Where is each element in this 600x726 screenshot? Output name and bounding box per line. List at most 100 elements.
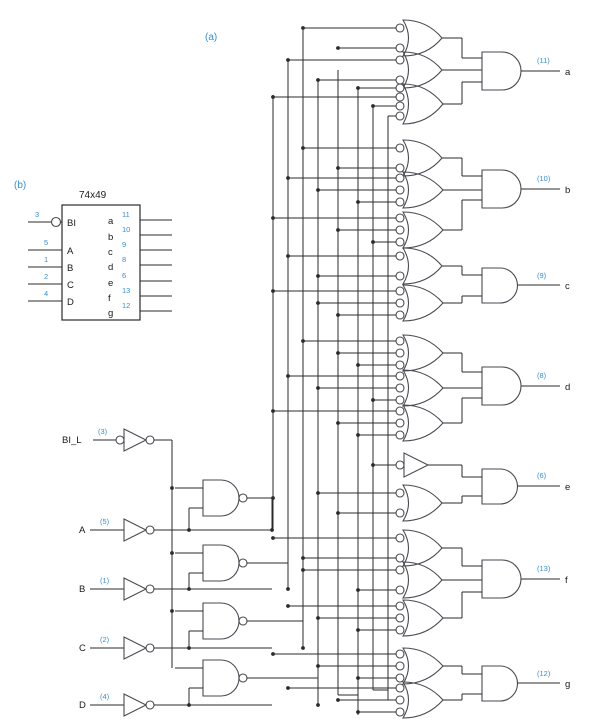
- or-input-bubble-icon-c2-3: [395, 310, 405, 320]
- or-input-bubble-icon-a3-1: [395, 83, 405, 93]
- nand-body-1: [202, 479, 240, 517]
- or-input-bubble-icon-f2-1: [395, 565, 405, 575]
- or-gate-a2: [402, 51, 443, 89]
- chip-pin-number-3: 3: [35, 210, 39, 219]
- chip-out-pin-13: 13: [122, 286, 130, 295]
- or-input-bubble-icon-c2-1: [395, 286, 405, 296]
- panel-a-label: (a): [205, 32, 217, 43]
- or-input-bubble-icon-d2-3: [395, 395, 405, 405]
- input-label-d: D: [79, 700, 86, 711]
- output-label-b: b: [565, 185, 570, 196]
- output-label-e: e: [565, 482, 570, 493]
- or-gate-f2: [402, 561, 443, 599]
- or-input-bubble-icon-g1-1: [395, 649, 405, 659]
- or-input-bubble-icon-f1-2: [395, 553, 405, 563]
- chip-port-a: A: [67, 246, 74, 257]
- nand-output-bubble-icon-3: [238, 616, 248, 626]
- or-gate-c1: [402, 247, 443, 285]
- input-buffer-b: B (1): [79, 576, 272, 601]
- output-section-f: (13) f: [273, 529, 568, 637]
- chip-body: [61, 204, 141, 321]
- input-buffer-c: C (2): [79, 635, 272, 660]
- or-input-bubble-icon-d3-2: [395, 418, 405, 428]
- inverter-triangle-b: [123, 577, 148, 601]
- inverter-output-bubble-icon-b: [145, 584, 155, 594]
- input-label-a: A: [79, 525, 86, 536]
- or-input-bubble-icon-a3-2: [395, 92, 405, 102]
- and-gate-d: [481, 366, 522, 406]
- or-gate-g2: [402, 681, 444, 719]
- chip-port-bi: BI: [67, 218, 76, 229]
- input-buffer-d: D (4): [79, 692, 272, 717]
- chip-name-label: 74x49: [79, 190, 107, 201]
- or-input-bubble-icon-a1-1: [395, 23, 405, 33]
- chip-port-d: D: [67, 297, 74, 308]
- or-input-bubble-icon-f3-2: [395, 613, 405, 623]
- or-gate-d1: [402, 334, 444, 372]
- chip-pin-number-1: 1: [44, 255, 48, 264]
- nand-gate-4: [175, 659, 318, 705]
- and-gate-g: [481, 665, 519, 702]
- nand-body-3: [202, 602, 240, 640]
- or-input-bubble-icon-a1-2: [395, 43, 405, 53]
- or-input-bubble-icon-a2-2: [395, 75, 405, 85]
- inverter-output-bubble-icon-d: [145, 700, 155, 710]
- chip-out-port-c: c: [108, 247, 113, 258]
- or-gate-a3: [402, 83, 444, 125]
- input-pin-a: (5): [100, 517, 110, 526]
- chip-out-pin-9: 9: [122, 240, 126, 249]
- inverter-triangle-c: [123, 636, 148, 660]
- nand-output-bubble-icon-1: [238, 493, 248, 503]
- or-input-bubble-icon-c2-2: [395, 298, 405, 308]
- output-pin-d: (8): [537, 371, 547, 380]
- output-section-b: (10) b: [273, 139, 570, 249]
- chip-out-port-d: d: [108, 262, 113, 273]
- or-input-bubble-icon-b2-2: [395, 185, 405, 195]
- or-input-bubble-icon-b3-2: [395, 225, 405, 235]
- or-input-bubble-icon-f1-1: [395, 533, 405, 543]
- or-input-bubble-icon-f3-1: [395, 601, 405, 611]
- inverter-input-bubble-icon-e1: [395, 460, 405, 470]
- inverter-output-bubble-icon-c: [145, 643, 155, 653]
- output-label-f: f: [565, 575, 568, 586]
- chip-bi-bubble-icon: [50, 216, 62, 228]
- input-pin-bi_l: (3): [98, 427, 108, 436]
- and-gate-c: [481, 267, 519, 304]
- inverter-output-bubble-icon-a: [145, 525, 155, 535]
- output-section-e: (6) e: [318, 452, 570, 522]
- or-input-bubble-icon-e2-1: [395, 488, 405, 498]
- output-pin-c: (9): [537, 271, 547, 280]
- or-input-bubble-icon-f3-3: [395, 625, 405, 635]
- or-gate-b1: [402, 139, 443, 177]
- input-buffer-bi_l: BI_L (3): [62, 427, 172, 452]
- input-label-bi_l: BI_L: [62, 435, 82, 446]
- or-gate-d3: [402, 404, 444, 442]
- or-input-bubble-icon-g1-3: [395, 673, 405, 683]
- output-section-c: (9) c: [273, 247, 570, 322]
- or-gate-f3: [402, 599, 444, 637]
- input-label-b: B: [79, 584, 85, 595]
- input-label-c: C: [79, 643, 86, 654]
- or-input-bubble-icon-g2-1: [395, 683, 405, 693]
- or-input-bubble-icon-c1-1: [395, 251, 405, 261]
- or-input-bubble-icon-g2-2: [395, 695, 405, 705]
- inverter-triangle-e1: [403, 452, 430, 478]
- input-pin-c: (2): [100, 635, 110, 644]
- and-gate-b: [481, 169, 522, 209]
- chip-port-b: B: [67, 263, 73, 274]
- output-section-g: (12) g: [273, 647, 570, 719]
- nand-gate-1: [175, 479, 272, 530]
- or-input-bubble-icon-d1-1: [395, 336, 405, 346]
- chip-symbol-74x49: 74x49 3 BI 5 A 1 B 2 C 4 D 11 a 10 b 9 c: [28, 190, 172, 321]
- chip-out-port-g: g: [108, 308, 113, 319]
- nand-gate-3: [175, 602, 303, 648]
- or-input-bubble-icon-d1-3: [395, 360, 405, 370]
- nand-output-bubble-icon-4: [238, 673, 248, 683]
- nand-body-4: [202, 659, 240, 697]
- output-pin-b: (10): [537, 174, 551, 183]
- or-gate-b2: [402, 171, 444, 209]
- or-input-bubble-icon-b2-1: [395, 173, 405, 183]
- or-input-bubble-icon-d2-2: [395, 383, 405, 393]
- or-input-bubble-icon-b1-1: [395, 143, 405, 153]
- or-input-bubble-icon-b3-1: [395, 213, 405, 223]
